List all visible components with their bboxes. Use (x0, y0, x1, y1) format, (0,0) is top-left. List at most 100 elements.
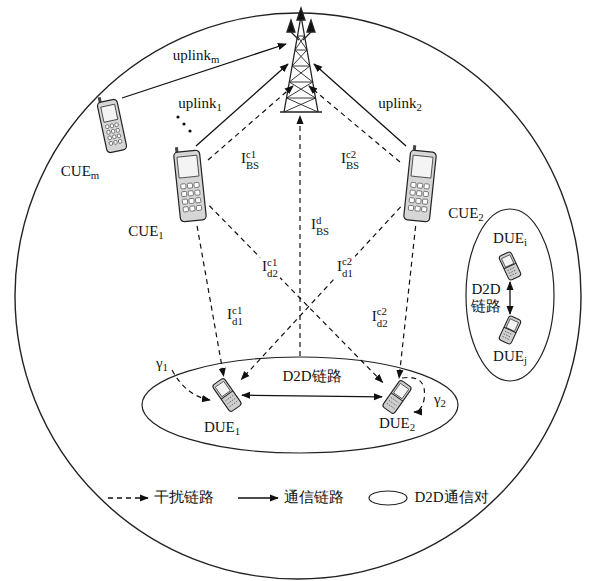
diagram-label: γ2 (432, 391, 448, 408)
subscript: m (211, 54, 219, 66)
interference-link (197, 226, 224, 376)
phone-key (416, 198, 422, 203)
phone-svg (402, 148, 438, 224)
phone-svg (98, 98, 126, 154)
d2d-pair-ellipse (466, 209, 554, 381)
phone-screen (177, 155, 199, 178)
ellipsis-dots (176, 115, 191, 132)
subscript: BS (246, 160, 259, 171)
dot (176, 115, 179, 118)
phone-key-row (227, 398, 235, 403)
phone-key (423, 191, 429, 196)
phone-icon (498, 315, 521, 345)
cell-boundary (15, 13, 581, 579)
phone-body (403, 150, 436, 222)
phone-key-row (387, 403, 395, 408)
legend-sample (236, 490, 280, 506)
interference-link (241, 207, 400, 379)
phone-body (498, 315, 521, 345)
index-stack: c2BS (346, 149, 359, 172)
phone-key (110, 124, 114, 128)
text-base: γ (156, 355, 163, 371)
phone-body (97, 99, 127, 154)
phone-key (187, 183, 193, 188)
diagram-label: uplinkm (171, 47, 222, 64)
phone-key (416, 191, 422, 196)
legend-text: D2D通信对 (414, 488, 488, 507)
text-base: CUE (448, 205, 478, 221)
phone-screen (101, 104, 118, 122)
phone-key (189, 198, 195, 203)
link-label: Ic1d2 (260, 256, 280, 279)
base-station-tower (280, 8, 322, 112)
legend-ellipse (369, 491, 407, 505)
phone-key-row (504, 334, 511, 337)
phone-icon (403, 145, 437, 222)
d2d-pair-ellipse (142, 357, 458, 453)
index-stack: c2d1 (342, 256, 353, 279)
device-label: CUE1 (128, 223, 163, 240)
subscript: d1 (232, 316, 243, 327)
phone-key (181, 191, 187, 196)
phone-hinge (504, 263, 516, 269)
phone-key (112, 135, 116, 139)
phone-body (382, 380, 412, 415)
subscript: BS (346, 160, 359, 171)
phone-key (196, 205, 202, 210)
device-node: DUEj (498, 316, 522, 344)
subscript: 1 (235, 426, 240, 438)
text-base: I (241, 150, 246, 166)
phone-key (422, 199, 428, 204)
text-base: DUE (493, 230, 524, 246)
subscript: d2 (267, 268, 278, 279)
phone-key (183, 207, 189, 212)
phone-key (415, 206, 421, 211)
communication-link (242, 395, 382, 397)
text-base: uplink (378, 95, 416, 111)
subscript: 2 (441, 398, 446, 410)
phone-key (195, 198, 201, 203)
phone-key (194, 182, 200, 187)
text-base: I (311, 216, 316, 232)
superscript: c1 (246, 149, 259, 160)
link-label: Ic2d1 (335, 256, 355, 279)
phone-icon (173, 145, 207, 222)
device-node: CUE1 (172, 148, 208, 224)
legend-line (108, 497, 148, 498)
dot (182, 122, 185, 125)
phone-key (116, 128, 120, 132)
index-stack: c1d1 (232, 305, 243, 328)
text-base: I (337, 257, 342, 273)
phone-key (190, 206, 196, 211)
device-label: DUE1 (204, 419, 240, 436)
diagram-label: γ1 (154, 355, 170, 372)
index-stack: c2d2 (377, 306, 388, 329)
phone-key (411, 182, 417, 187)
device-label: CUEm (61, 163, 99, 180)
subscript: 1 (216, 102, 221, 114)
superscript: c2 (346, 149, 359, 160)
subscript: BS (316, 226, 329, 237)
device-node: CUE2 (402, 148, 438, 224)
device-node: DUE2 (384, 380, 410, 414)
phone-key (195, 190, 201, 195)
antenna (287, 8, 315, 32)
text-base: DUE (204, 419, 235, 435)
phone-key (408, 205, 414, 210)
phone-key-row (509, 270, 516, 273)
legend-item: D2D通信对 (366, 488, 488, 507)
device-label: DUEi (493, 230, 527, 247)
legend-line (238, 497, 278, 498)
text-base: uplink (178, 95, 216, 111)
phone-key-row (389, 400, 397, 405)
legend-item: 干扰链路 (106, 488, 214, 507)
text-base: CUE (61, 163, 91, 179)
phone-svg (214, 378, 240, 412)
subscript: 1 (163, 362, 168, 374)
text-base: I (227, 306, 232, 322)
legend-text: 干扰链路 (154, 488, 214, 507)
interference-link (209, 206, 382, 383)
antenna-support (291, 32, 311, 40)
dot (188, 129, 191, 132)
phone-key (409, 198, 415, 203)
